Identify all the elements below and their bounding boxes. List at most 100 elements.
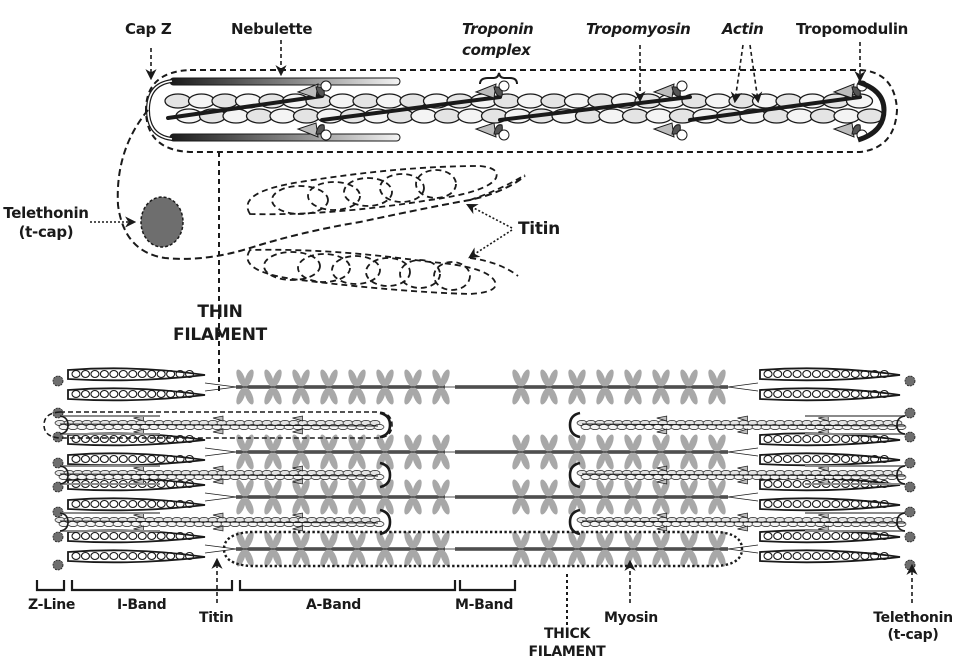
myosin-head [236,549,246,567]
titin-spring [67,452,206,467]
tropomodulin-cap [568,461,581,489]
myosin-head-pair [568,369,586,405]
myosin-head-pair [348,369,366,405]
myosin-head-pair [432,531,450,567]
troponin-c [652,122,675,138]
actin-monomer [809,108,838,124]
myosin-head [384,452,394,470]
myosin-head [520,369,530,387]
myosin-head-pair [596,479,614,515]
myosin-head-pair [432,369,450,405]
myosin-head [328,497,338,515]
myosin-head-pair [404,434,422,470]
myosin-head [708,497,718,515]
myosin-head [292,549,302,567]
myosin-head [264,387,274,405]
titin-spring-loop [773,551,783,561]
titin-spring-loop [166,369,176,379]
titin-spring-loop [792,454,802,464]
titin-coil-loop [263,251,321,281]
cap-z-arc [59,415,69,435]
myosin-head [404,549,414,567]
tropomyosin-strand [581,520,906,524]
myosin-head-pair [432,434,450,470]
thin-filament-detail [144,69,899,153]
myosin-head [404,452,414,470]
actin-monomer [373,521,385,527]
myosin-head-pair [540,434,558,470]
titin-spring-loop [80,454,91,464]
troponin-c [832,122,855,138]
titin-spring-loop [71,531,81,541]
myosin-head [548,387,558,405]
myosin-head [716,369,726,387]
titin-spring-loop [870,434,880,444]
titin-spring-loop [90,434,100,444]
titin-taper [727,447,759,457]
titin-spring [67,432,206,447]
titin-spring-loop [879,551,889,561]
myosin-head [432,531,442,549]
troponin-label-line2: complex [462,41,531,59]
titin-spring-loop [831,499,841,509]
actin-monomer [540,93,568,109]
titin-spring [759,387,901,402]
myosin-head-pair [236,479,254,515]
myosin-head [596,387,606,405]
titin-spring-loop [870,389,880,399]
tropomodulin-cap [379,411,392,439]
myosin-head [264,531,274,549]
actin-monomer [328,93,357,109]
myosin-head [576,549,586,567]
myosin-head [384,497,394,515]
titin-spring-loop [147,531,157,541]
actin-monomer [164,93,192,109]
myosin-head-pair [540,479,558,515]
troponin-c [474,122,497,138]
titin-spring-loop [118,389,128,399]
myosin-head [264,452,274,470]
myosin-head [376,434,386,452]
titin-spring-loop [166,551,176,561]
titin-spring-loop [109,369,119,379]
myosin-head [384,479,394,497]
myosin-head [264,369,274,387]
myosin-head-pair [432,479,450,515]
titin-spring-loop [184,454,195,464]
titin-spring-loop [773,389,783,399]
actin-monomer [245,108,274,124]
titin-spring-loop [175,499,185,509]
tropomyosin-strand [166,94,324,120]
titin-spring-loop [860,551,870,561]
troponin-complex [292,415,303,435]
myosin-head [328,452,338,470]
myosin-head-pair [236,369,254,405]
titin-spring-loop [840,499,851,509]
myosin-head-pair [680,531,698,567]
myosin-head [548,549,558,567]
myosin-head [300,497,310,515]
titin-spring-loop [118,454,128,464]
m-band-label: M-Band [455,597,514,613]
titin-spring-loop [118,369,128,379]
myosin-head [244,387,254,405]
myosin-head [348,452,358,470]
titin-spring-loop [80,369,91,379]
titin-spring-loop [184,551,195,561]
titin-spring-loop [128,531,138,541]
titin-spring-loop [184,479,195,489]
titin-spring-loop [870,551,880,561]
myosin-head [596,531,606,549]
titin-spring-loop [90,551,100,561]
myosin-head [540,369,550,387]
titin-spring-loop [879,454,889,464]
thin-filament [54,461,392,489]
actin-pointer-1 [730,44,744,104]
myosin-head-pair [236,531,254,567]
myosin-head-pair [404,369,422,405]
titin-coil-envelope [246,248,497,295]
troponin-complex [737,465,748,485]
myosin-head [576,479,586,497]
titin-spring-loop [831,454,841,464]
titin-spring-loop [821,389,831,399]
